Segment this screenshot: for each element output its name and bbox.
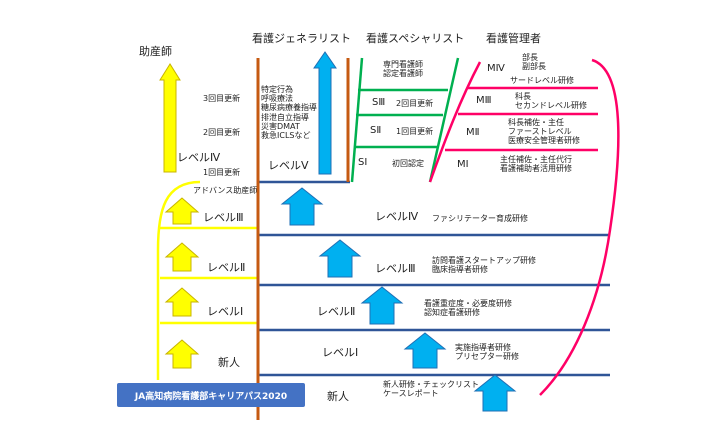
specialist-certified: 専門看護師 認定看護師 bbox=[383, 60, 423, 79]
manager-line-left bbox=[428, 61, 482, 183]
header-generalist: 看護ジェネラリスト bbox=[252, 32, 351, 45]
generalist-level-4-training: ファシリテーター育成研修 bbox=[432, 214, 528, 223]
midwife-level-1: レベルⅠ bbox=[207, 305, 244, 318]
midwife-renewal-1: 1回目更新 bbox=[203, 168, 241, 177]
midwife-up-arrow-icon-3 bbox=[164, 242, 200, 272]
generalist-skill: 排泄自立指導 bbox=[261, 112, 309, 122]
midwife-up-arrow-icon-2 bbox=[164, 287, 200, 317]
generalist-skill-list: 特定行為 呼吸療法 糖尿病療養指導 排泄自立指導 災害DMAT 救急ICLSなど bbox=[261, 85, 317, 140]
generalist-up-arrow-icon-1 bbox=[403, 332, 447, 369]
specialist-line-right bbox=[428, 57, 460, 183]
generalist-skill: 救急ICLSなど bbox=[261, 130, 311, 140]
midwife-new: 新人 bbox=[218, 356, 240, 369]
midwife-bracket-curve bbox=[156, 180, 201, 380]
generalist-new-training: 新人研修・チェックリスト ケースレポート bbox=[383, 380, 479, 399]
manager-m4-roles: 部長 副部長 bbox=[522, 53, 546, 72]
manager-m4-training: サードレベル研修 bbox=[510, 76, 574, 85]
midwife-level-2: レベルⅡ bbox=[207, 261, 246, 274]
specialist-s2: SⅡ bbox=[370, 125, 382, 136]
header-midwife: 助産師 bbox=[139, 45, 172, 58]
generalist-level-1: レベルⅠ bbox=[322, 346, 359, 359]
generalist-level-2: レベルⅡ bbox=[317, 305, 356, 318]
generalist-main-up-arrow-icon bbox=[313, 51, 337, 175]
manager-m2-roles: 科長補佐・主任 ファーストレベル 医療安全管理者研修 bbox=[508, 118, 580, 146]
generalist-new: 新人 bbox=[327, 390, 349, 403]
generalist-up-arrow-icon-3 bbox=[318, 239, 362, 278]
midwife-up-arrow-icon-1 bbox=[164, 339, 200, 369]
manager-m1: MⅠ bbox=[457, 159, 469, 170]
generalist-level-1-training: 実施指導者研修 プリセプター研修 bbox=[455, 343, 519, 362]
generalist-level-3-training: 訪問看護スタートアップ研修 臨床指導者研修 bbox=[432, 256, 536, 275]
generalist-level-2-training: 看護重症度・必要度研修 認知症看護研修 bbox=[424, 299, 512, 318]
midwife-level-3: レベルⅢ bbox=[203, 211, 244, 224]
generalist-level-5: レベルⅤ bbox=[268, 159, 309, 172]
midwife-advanced: アドバンス助産師 bbox=[193, 186, 258, 195]
specialist-line-left bbox=[350, 57, 364, 183]
manager-m2: MⅡ bbox=[466, 127, 480, 138]
generalist-level-3: レベルⅢ bbox=[375, 262, 416, 275]
specialist-s3: SⅢ bbox=[372, 97, 386, 108]
manager-m3-roles: 科長 セカンドレベル研修 bbox=[515, 92, 587, 111]
generalist-skill: 糖尿病療養指導 bbox=[261, 103, 317, 113]
midwife-renewal-3: 3回目更新 bbox=[203, 94, 241, 103]
generalist-up-arrow-icon-2 bbox=[360, 286, 404, 325]
manager-line-right bbox=[539, 58, 620, 396]
midwife-level-4: レベルⅣ bbox=[177, 151, 221, 164]
specialist-s3-renewal: 2回目更新 bbox=[396, 99, 434, 108]
manager-m3: MⅢ bbox=[476, 95, 492, 106]
midwife-up-arrow-icon-4 bbox=[164, 197, 200, 225]
manager-m1-roles: 主任補佐・主任代行 看護補助者活用研修 bbox=[500, 155, 572, 174]
specialist-s1-cert: 初回認定 bbox=[392, 159, 424, 168]
generalist-up-arrow-icon-0 bbox=[473, 374, 517, 412]
midwife-renewal-2: 2回目更新 bbox=[203, 128, 241, 137]
specialist-s1: SⅠ bbox=[358, 157, 368, 168]
manager-m4: MⅣ bbox=[487, 63, 505, 74]
generalist-skill: 特定行為 bbox=[261, 85, 293, 94]
generalist-skill: 呼吸療法 bbox=[261, 94, 293, 104]
header-specialist: 看護スペシャリスト bbox=[366, 32, 465, 45]
specialist-s2-renewal: 1回目更新 bbox=[396, 127, 434, 136]
header-manager: 看護管理者 bbox=[486, 32, 541, 45]
career-path-banner: JA高知病院看護部キャリアパス2020 bbox=[117, 383, 305, 407]
generalist-level-4: レベルⅣ bbox=[375, 210, 419, 223]
midwife-main-up-arrow-icon bbox=[159, 63, 181, 173]
generalist-skill: 災害DMAT bbox=[261, 121, 300, 131]
generalist-up-arrow-icon-4 bbox=[280, 187, 324, 226]
